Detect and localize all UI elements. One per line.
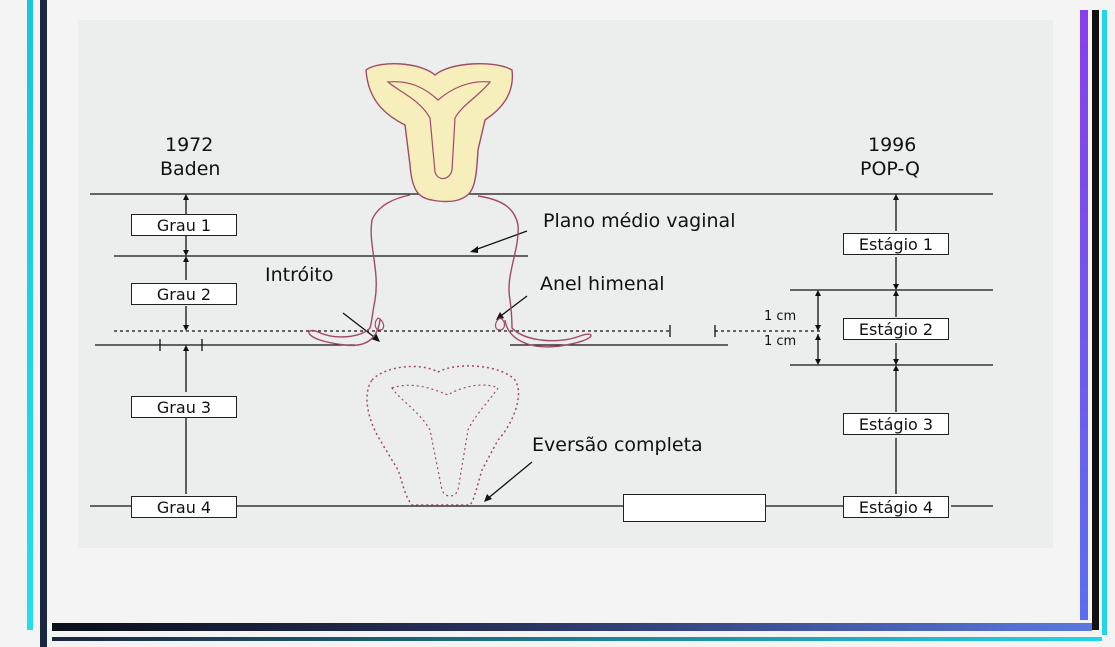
stage-box-1: Estágio 1 (843, 233, 949, 255)
grade-box-4: Grau 4 (131, 496, 237, 518)
left-name: Baden (160, 160, 220, 179)
label-complete-eversion: Eversão completa (532, 436, 703, 455)
left-year: 1972 (165, 136, 213, 155)
label-introito: Intróito (265, 266, 333, 285)
empty-box (623, 494, 766, 522)
label-1cm-lower: 1 cm (764, 335, 796, 348)
hymen-right (496, 318, 505, 330)
stage-box-2: Estágio 2 (843, 318, 949, 340)
everted-uterus-outline (367, 366, 519, 505)
everted-uterus-inner (392, 385, 498, 496)
label-1cm-upper: 1 cm (764, 310, 796, 323)
right-name: POP-Q (860, 160, 920, 179)
right-year: 1996 (868, 136, 916, 155)
grade-box-2: Grau 2 (131, 283, 237, 305)
label-hymen-ring: Anel himenal (540, 275, 665, 294)
stage-box-4: Estágio 4 (843, 496, 949, 518)
stage-box-3: Estágio 3 (843, 413, 949, 435)
grade-box-1: Grau 1 (131, 214, 237, 236)
label-midvaginal-plane: Plano médio vaginal (543, 212, 735, 231)
grade-box-3: Grau 3 (131, 396, 237, 418)
